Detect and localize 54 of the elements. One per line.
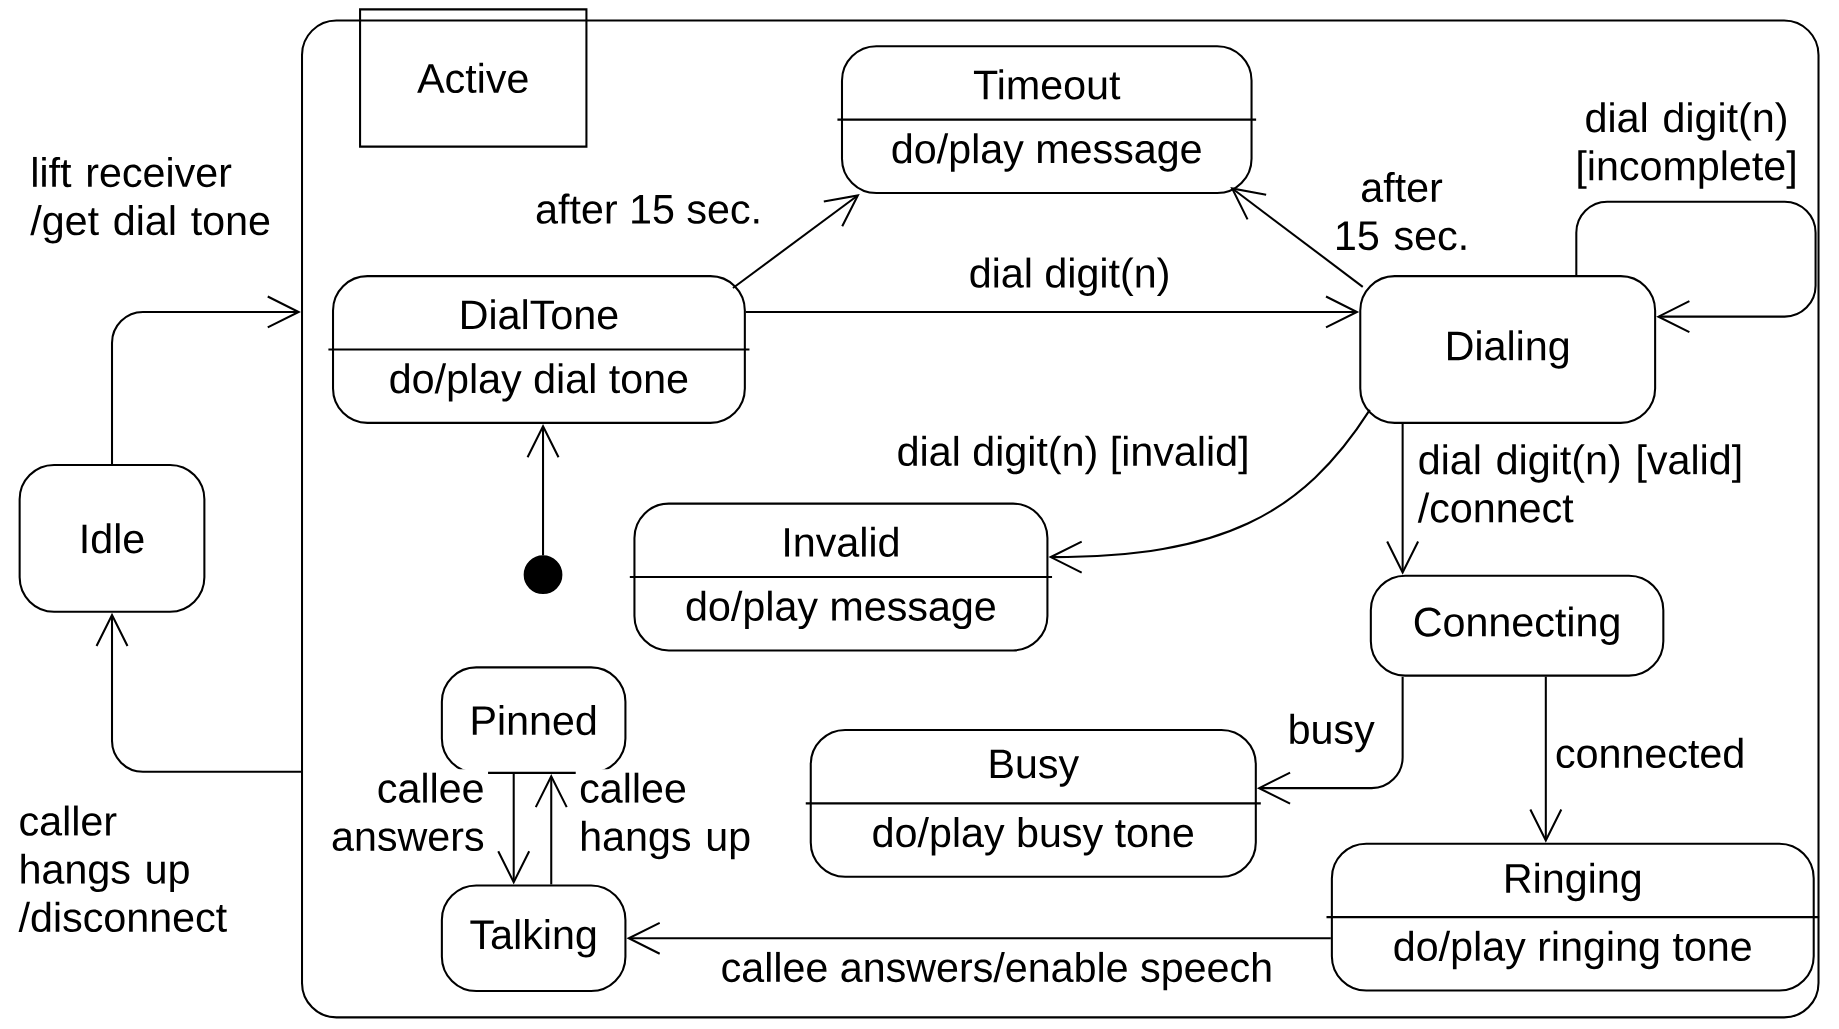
state-box xyxy=(1326,842,1820,992)
state-box xyxy=(328,275,750,425)
edge-label: after 15 sec. xyxy=(1337,172,1466,251)
transition-arrow xyxy=(1256,676,1404,805)
state-activity: do/play message xyxy=(686,590,995,630)
transition-arrow xyxy=(534,774,568,885)
transition-arrow xyxy=(1575,200,1817,334)
state-activity: do/play message xyxy=(892,133,1201,172)
state-activity: do/play busy tone xyxy=(873,817,1193,856)
edge-label: connected xyxy=(1556,738,1743,769)
transition-arrow xyxy=(732,194,860,289)
state-name: Busy xyxy=(990,750,1080,787)
state-name: Active xyxy=(417,63,528,94)
transition-arrow xyxy=(111,295,301,465)
transition-arrow xyxy=(626,922,1331,955)
edge-label: dial digit(n) xyxy=(970,257,1168,297)
state-box xyxy=(837,45,1257,195)
transition-arrow xyxy=(1386,424,1420,575)
edge-label: dial digit(n) [invalid] xyxy=(898,436,1247,475)
transition-arrow xyxy=(497,774,531,885)
state-name: Ringing xyxy=(1506,863,1640,902)
transition-arrow xyxy=(1230,187,1364,288)
state-name: Dialing xyxy=(1448,330,1569,369)
transition-arrow xyxy=(526,424,560,556)
initial-state-dot xyxy=(523,555,563,595)
edge-label: dial digit(n) [incomplete] xyxy=(1578,102,1795,189)
state-activity: do/play dial tone xyxy=(390,363,688,402)
state-box xyxy=(805,729,1261,879)
composite-state-box xyxy=(301,8,1820,1019)
state-name: Pinned xyxy=(472,705,596,736)
edge-label: lift receiver /get dial tone xyxy=(30,157,270,244)
edge-label: callee answers xyxy=(332,772,484,852)
transition-arrow xyxy=(745,295,1360,329)
transition-arrow xyxy=(1048,409,1371,574)
edge-label: callee answers/enable speech xyxy=(722,952,1271,991)
state-name: Idle xyxy=(82,523,144,554)
state-box xyxy=(440,884,627,993)
state-name: Invalid xyxy=(785,526,898,558)
state-name: DialTone xyxy=(462,299,618,330)
state-activity: do/play ringing tone xyxy=(1394,931,1751,970)
state-box xyxy=(18,464,206,613)
transition-arrow xyxy=(95,612,301,773)
state-name: Connecting xyxy=(1414,606,1619,646)
state-name: Timeout xyxy=(973,69,1121,100)
state-box xyxy=(1359,275,1657,425)
state-box xyxy=(1369,574,1665,677)
state-name: Talking xyxy=(470,919,596,958)
edge-label: busy xyxy=(1290,714,1375,753)
edge-label: dial digit(n) [valid] /connect xyxy=(1417,444,1741,523)
edge-label: callee hangs up xyxy=(580,772,750,860)
edge-label: after 15 sec. xyxy=(536,193,759,225)
edge-label: caller hangs up /disconnect xyxy=(18,805,227,933)
transition-arrow xyxy=(1529,676,1563,843)
state-box xyxy=(629,502,1053,652)
